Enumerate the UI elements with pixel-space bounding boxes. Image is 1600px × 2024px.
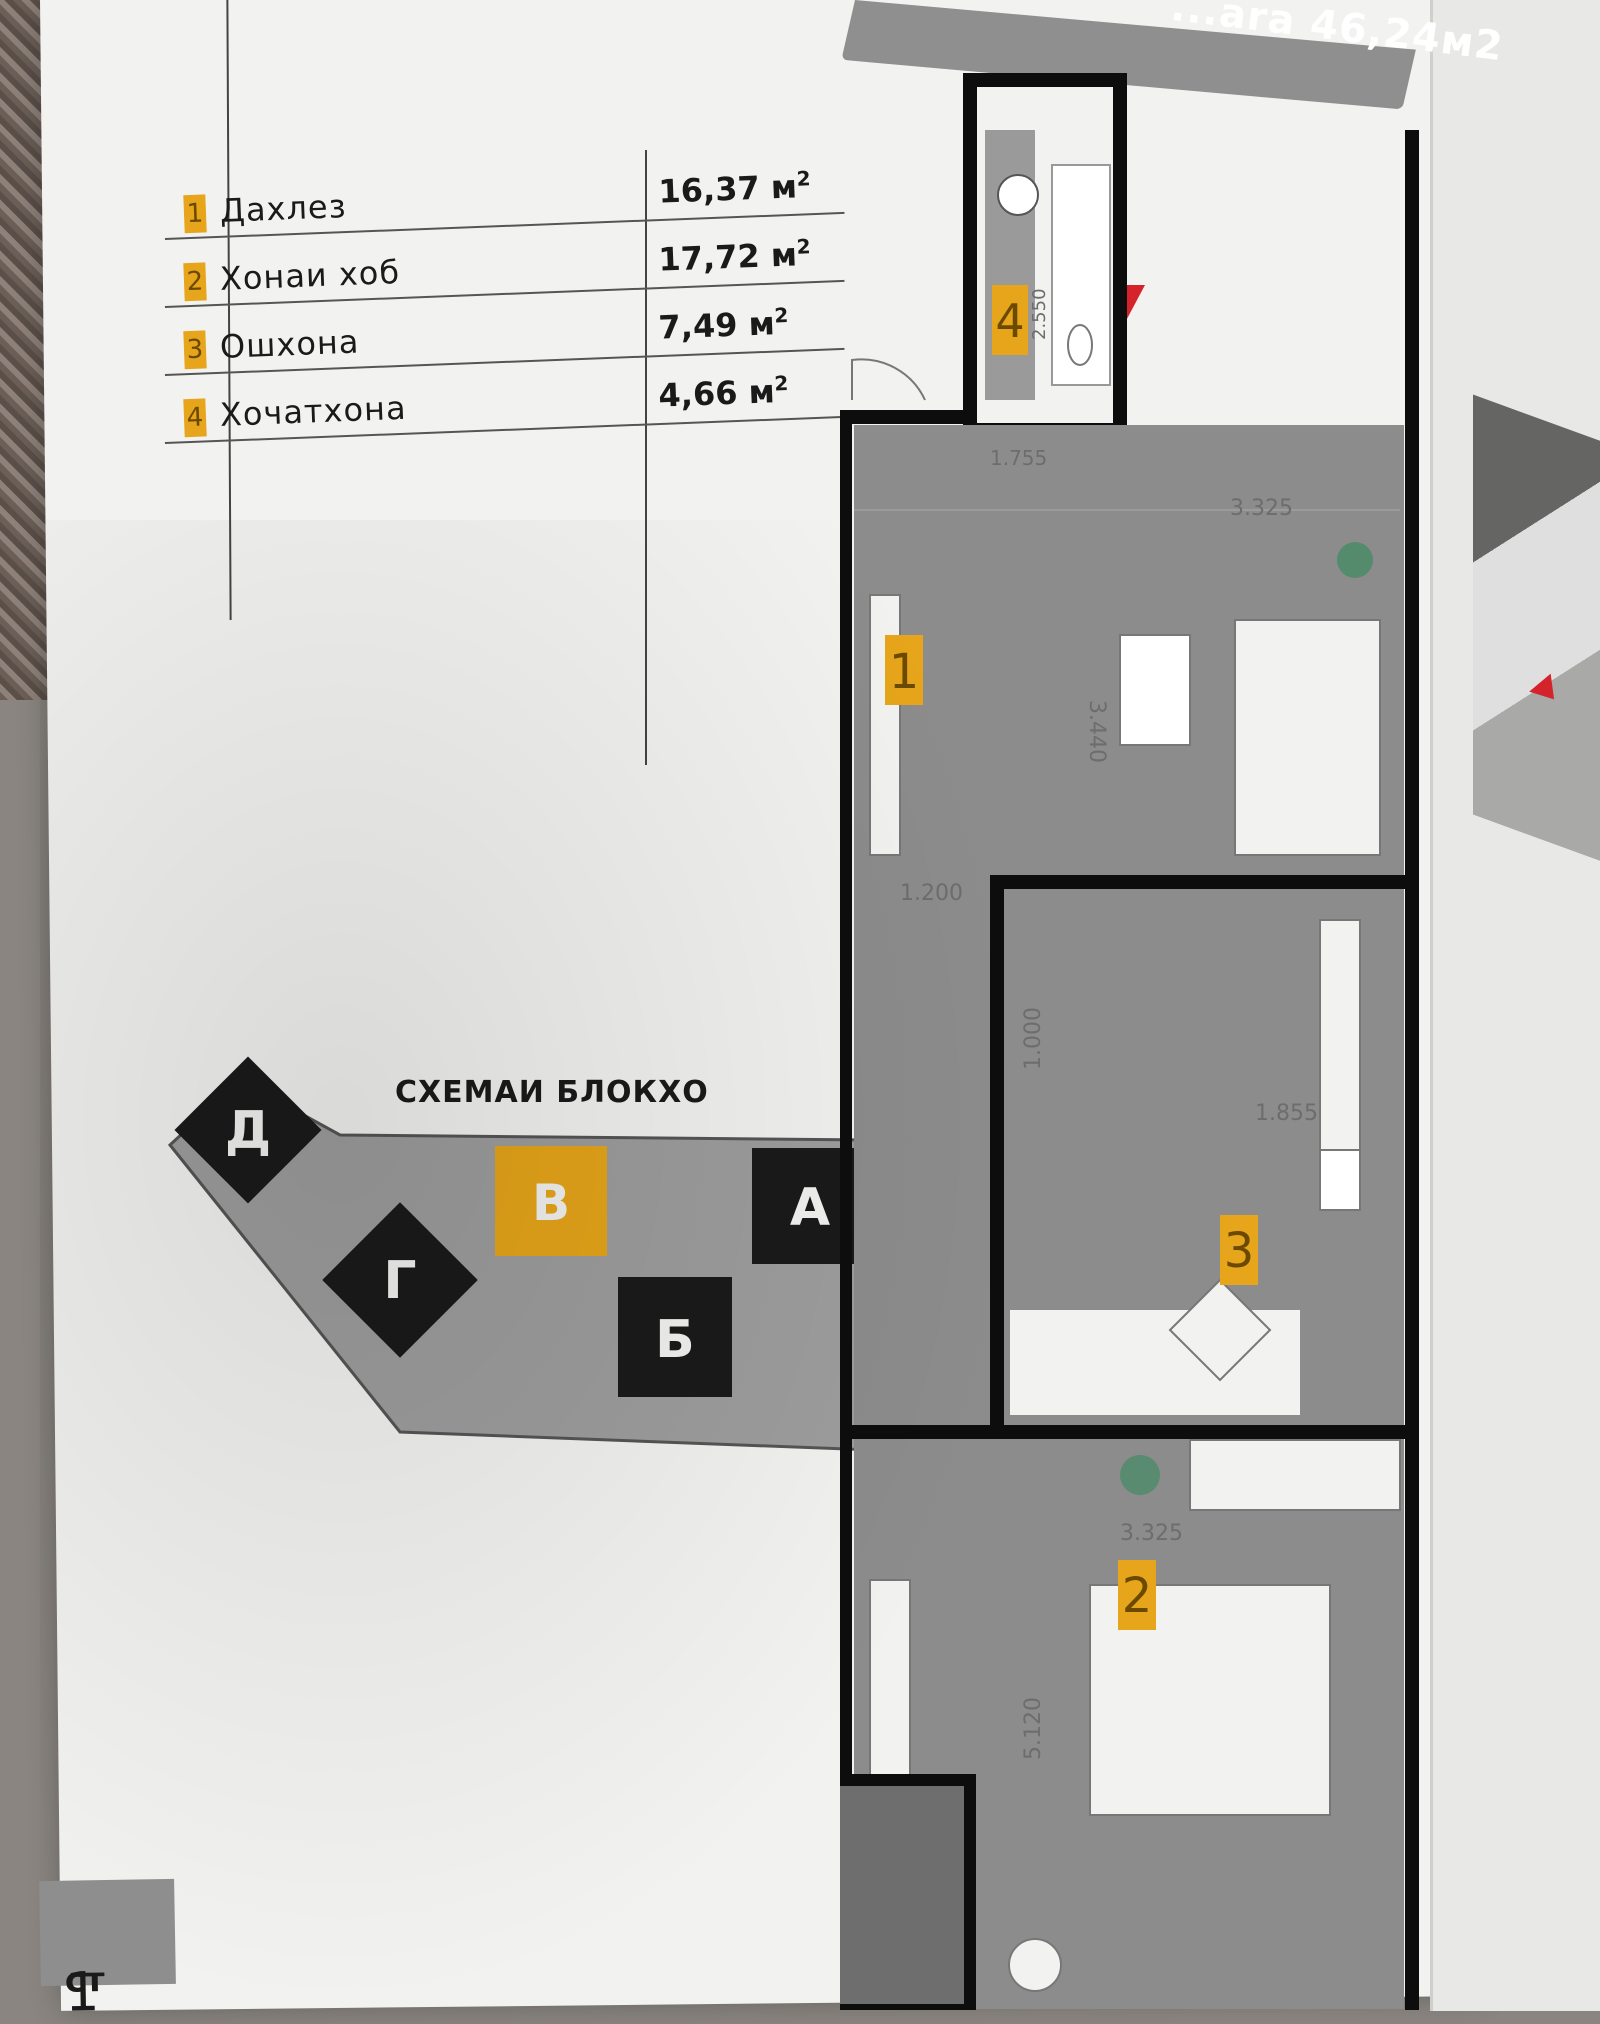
toilet-icon bbox=[997, 174, 1039, 216]
entry-door-swing bbox=[851, 358, 926, 401]
block-b bbox=[618, 1277, 732, 1397]
room-name: Дахлез bbox=[219, 187, 348, 230]
table bbox=[1119, 634, 1191, 746]
balcony bbox=[840, 1774, 976, 2010]
room-4-label: 4 bbox=[995, 294, 1024, 348]
room-number-badge: 1 bbox=[183, 194, 207, 234]
room-name: Ошхона bbox=[219, 322, 361, 366]
bedroom-chair bbox=[1008, 1938, 1062, 1992]
table-divider-middle bbox=[645, 150, 647, 765]
block-scheme-title: СХЕМАИ БЛОКХО bbox=[395, 1075, 709, 1110]
entry-wall bbox=[840, 410, 975, 424]
left-outer-wall bbox=[840, 410, 852, 2010]
dimension-label: 1.200 bbox=[900, 881, 963, 906]
room-area: 17,72 м2 bbox=[657, 234, 812, 280]
block-b-label: Б bbox=[655, 1310, 695, 1370]
dimension-label: 3.440 bbox=[1084, 700, 1109, 763]
plant-icon bbox=[1337, 542, 1373, 578]
floor-plan: 1.755 3.325 3.440 1.200 1 1.000 1.855 3 … bbox=[840, 73, 1419, 2010]
dimension-label: 2.550 bbox=[1029, 288, 1050, 340]
dimension-label: 1.000 bbox=[1021, 1007, 1046, 1070]
stove-icon bbox=[1319, 1149, 1361, 1211]
dimension-label: 5.120 bbox=[1021, 1697, 1046, 1760]
dimension-label: 3.325 bbox=[1120, 1521, 1183, 1546]
block-v-highlighted bbox=[495, 1146, 607, 1256]
block-a-label: А bbox=[790, 1178, 830, 1238]
dimension-label: 3.325 bbox=[1230, 496, 1293, 521]
block-g bbox=[322, 1202, 478, 1358]
wardrobe bbox=[869, 594, 901, 856]
bathroom-floor bbox=[985, 130, 1035, 400]
room-area: 16,37 м2 bbox=[657, 166, 812, 212]
room-number-badge: 2 bbox=[183, 262, 207, 302]
adjacent-page-thumbnail bbox=[1473, 394, 1600, 866]
room-number-badge: 3 bbox=[183, 330, 207, 370]
kitchen-counter bbox=[1319, 919, 1361, 1151]
sofa bbox=[1234, 619, 1381, 856]
room-3-badge bbox=[1220, 1215, 1258, 1285]
bedroom-top-wall bbox=[840, 1425, 1405, 1439]
room-1-badge bbox=[885, 635, 923, 705]
kitchen-top-wall bbox=[990, 875, 1405, 889]
block-scheme-diagram: Д В А Г Б bbox=[167, 1056, 874, 1452]
room-2-label: 2 bbox=[1122, 1568, 1153, 1624]
plant-icon bbox=[1120, 1455, 1160, 1495]
room-number-badge: 4 bbox=[183, 398, 207, 438]
block-v-label: В bbox=[532, 1174, 570, 1232]
room-2-badge bbox=[1118, 1560, 1156, 1630]
room-name: Хочатхона bbox=[219, 388, 408, 434]
dimension-label: 1.755 bbox=[990, 446, 1047, 470]
block-d-label: Д bbox=[225, 1101, 271, 1161]
room-1-label: 1 bbox=[889, 644, 920, 700]
block-d bbox=[174, 1056, 322, 1204]
kitchen-table bbox=[1168, 1278, 1272, 1382]
bedroom-wardrobe bbox=[869, 1579, 911, 1811]
dimension-label: 1.855 bbox=[1255, 1101, 1318, 1126]
right-outer-wall bbox=[1405, 130, 1419, 2010]
room-name: Хонаи хоб bbox=[219, 252, 401, 298]
room-area: 7,49 м2 bbox=[657, 303, 789, 348]
block-g-label: Г bbox=[383, 1251, 416, 1311]
room-area: 4,66 м2 bbox=[657, 371, 789, 416]
room-4-badge bbox=[992, 285, 1028, 355]
kitchen-wall bbox=[990, 875, 1004, 1425]
bedroom-shelf bbox=[1189, 1439, 1401, 1511]
sink-icon bbox=[1067, 324, 1093, 366]
adjacent-page bbox=[1430, 0, 1600, 2011]
room-3-label: 3 bbox=[1224, 1223, 1255, 1279]
